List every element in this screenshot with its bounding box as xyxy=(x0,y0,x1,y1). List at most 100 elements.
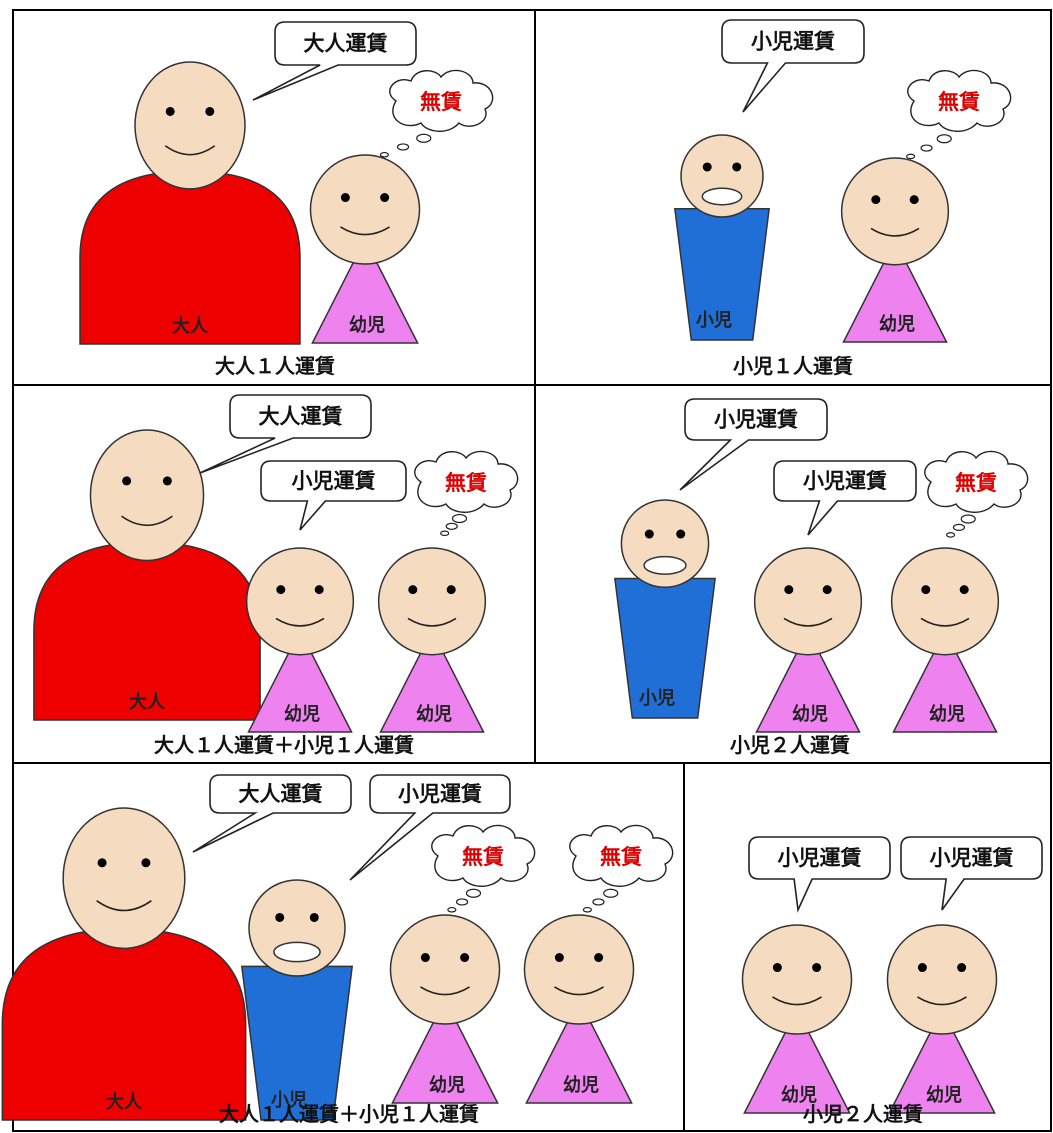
child-figure: 小児 xyxy=(674,134,770,341)
eye-left xyxy=(871,195,881,205)
infant-figure: 幼児 xyxy=(753,547,863,733)
speech-bubble: 大人運賃 xyxy=(192,774,352,853)
eye-right xyxy=(460,953,470,963)
thought-bubble-text: 無賃 xyxy=(445,471,487,495)
panel-6-fare-caption: 小児２人運賃 xyxy=(803,1102,923,1126)
speech-bubble-text: 小児運賃 xyxy=(398,782,482,806)
thought-dot xyxy=(603,888,619,898)
panel-grid xyxy=(12,9,1052,1132)
child-label: 小児 xyxy=(696,310,732,331)
speech-bubble: 小児運賃 xyxy=(773,460,917,536)
speech-bubble-text: 大人運賃 xyxy=(239,782,323,806)
eye-left xyxy=(340,193,350,203)
adult-label: 大人 xyxy=(129,691,166,713)
speech-bubble-text: 小児運賃 xyxy=(751,30,835,54)
infant-label: 幼児 xyxy=(349,314,385,336)
thought-bubble-text: 無賃 xyxy=(938,90,980,114)
eye-left xyxy=(276,585,286,595)
head xyxy=(620,499,710,588)
child-label: 小児 xyxy=(271,1090,307,1111)
infant-figure: 幼児 xyxy=(840,157,950,343)
thought-bubble-cloud xyxy=(907,69,1012,132)
head xyxy=(245,547,355,656)
thought-bubble-text: 無賃 xyxy=(462,845,504,869)
thought-dot xyxy=(445,522,458,530)
infant-figure: 幼児 xyxy=(741,924,853,1114)
eye-left xyxy=(165,106,175,116)
thought-dot xyxy=(952,523,966,532)
thought-dot xyxy=(936,134,952,144)
thought-bubble: 無賃 xyxy=(379,69,494,158)
captions-layer: 大人１人運賃小児１人運賃大人１人運賃＋小児１人運賃小児２人運賃大人１人運賃＋小児… xyxy=(154,354,923,1126)
speech-bubble-shape xyxy=(679,398,828,491)
eye-right xyxy=(205,106,215,116)
thought-bubble-cloud xyxy=(414,450,519,513)
head xyxy=(62,807,186,950)
thought-bubble: 無賃 xyxy=(414,450,519,537)
infant-figure: 幼児 xyxy=(389,914,501,1104)
smile xyxy=(164,145,216,156)
child-figure: 小児 xyxy=(240,879,354,1121)
thought-bubble-text: 無賃 xyxy=(420,90,462,114)
smile xyxy=(420,986,470,996)
figures-layer: 大人幼児小児幼児大人幼児幼児小児幼児幼児大人小児幼児幼児幼児幼児 xyxy=(1,61,1000,1121)
infant-label: 幼児 xyxy=(416,703,452,725)
infant-label: 幼児 xyxy=(781,1084,817,1106)
speech-bubble-text: 小児運賃 xyxy=(292,469,376,493)
eye-left xyxy=(702,162,712,172)
infant-body xyxy=(525,997,633,1104)
speech-bubble-text: 小児運賃 xyxy=(714,408,798,432)
thought-bubble-cloud xyxy=(431,824,536,887)
smile xyxy=(920,617,970,627)
open-mouth xyxy=(643,555,687,575)
speech-bubble: 大人運賃 xyxy=(199,394,372,474)
infant-body xyxy=(247,629,353,733)
eye-right xyxy=(314,585,324,595)
eye-left xyxy=(917,963,927,973)
infant-body xyxy=(892,629,998,733)
thought-bubble: 無賃 xyxy=(431,824,536,913)
smile xyxy=(917,996,967,1006)
speech-bubble: 小児運賃 xyxy=(900,836,1043,911)
infant-figure: 幼児 xyxy=(245,547,355,733)
thought-dot xyxy=(920,144,933,152)
head xyxy=(389,914,501,1025)
eye-left xyxy=(772,963,782,973)
speech-bubble: 小児運賃 xyxy=(748,836,891,913)
eye-left xyxy=(97,858,107,868)
thought-dot xyxy=(960,514,976,524)
smile xyxy=(772,996,822,1006)
speech-bubble-shape xyxy=(900,836,1043,911)
head xyxy=(134,61,246,190)
speech-bubble-shape xyxy=(192,774,352,853)
speech-bubble: 小児運賃 xyxy=(349,774,511,881)
infant-figure: 幼児 xyxy=(890,547,1000,733)
speech-bubble-shape xyxy=(260,460,407,531)
thought-bubble-cloud xyxy=(569,824,674,887)
thought-bubble: 無賃 xyxy=(906,69,1012,160)
infant-body xyxy=(391,997,499,1104)
head xyxy=(309,154,421,265)
thought-dot xyxy=(582,906,592,913)
head xyxy=(890,547,1000,656)
adult-figure: 大人 xyxy=(1,807,247,1121)
head xyxy=(680,134,764,218)
eye-right xyxy=(676,529,686,539)
adult-label: 大人 xyxy=(172,315,209,337)
infant-label: 幼児 xyxy=(563,1074,599,1096)
eye-left xyxy=(122,476,132,486)
speech-bubble: 大人運賃 xyxy=(252,21,417,101)
eye-right xyxy=(959,585,969,595)
child-label: 小児 xyxy=(639,688,675,709)
adult-figure: 大人 xyxy=(79,61,301,345)
thought-dot xyxy=(379,151,390,158)
eye-right xyxy=(141,858,151,868)
speech-bubble: 小児運賃 xyxy=(260,460,407,531)
eye-right xyxy=(446,585,456,595)
infant-label: 幼児 xyxy=(284,703,320,725)
open-mouth xyxy=(701,187,743,206)
infant-label: 幼児 xyxy=(429,1074,465,1096)
bubbles-layer: 大人運賃無賃小児運賃無賃大人運賃小児運賃無賃小児運賃小児運賃無賃大人運賃小児運賃… xyxy=(192,19,1043,913)
eye-right xyxy=(162,476,172,486)
adult-figure: 大人 xyxy=(33,429,261,721)
